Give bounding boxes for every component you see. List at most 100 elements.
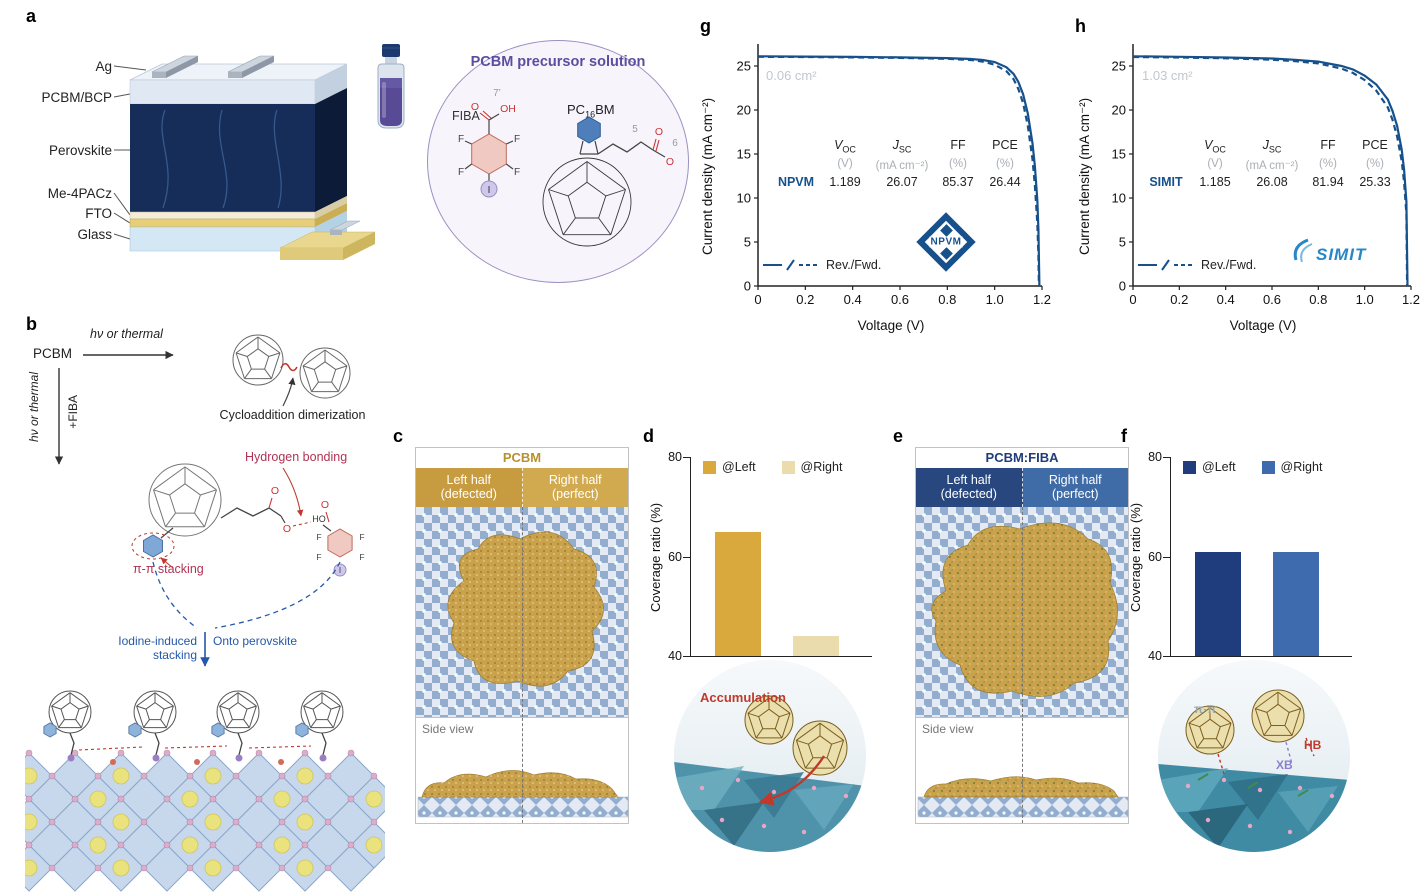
y-axis-label: Current density (mA cm⁻²) [700, 97, 715, 255]
xb-label: XB [1276, 758, 1293, 772]
pcbm-fiba-complex: O O HO O F F F F I [131, 467, 365, 577]
y-tick-mark [1163, 556, 1171, 558]
right-half-header: Right half(perfect) [1022, 468, 1128, 507]
jv-curve-fwd [1132, 55, 1409, 287]
chain-position-6: 6 [672, 138, 678, 149]
position-7-label: 7’ [493, 88, 501, 99]
x-tick-label: 0.2 [1170, 292, 1188, 307]
surface-atoms [1185, 777, 1335, 841]
x-tick-label: 0.6 [891, 292, 909, 307]
layer-label-me4pacz: Me-4PACz [47, 186, 112, 201]
panel-label-e: e [893, 426, 904, 446]
legend-swatch [1261, 460, 1275, 474]
hydroxyl-group: OH [500, 103, 516, 115]
plot-area: @Left @Right [683, 457, 872, 657]
md-title: PCBM [502, 450, 542, 465]
panel-label-h: h [1075, 16, 1086, 36]
legend-lines [763, 259, 819, 271]
condition-top-label: hν or thermal [90, 327, 163, 341]
precursor-vial [377, 44, 405, 129]
simit-logo: SIMIT [1290, 234, 1394, 275]
accumulation-inset: Accumulation [674, 660, 866, 852]
iodine-atom: I [339, 566, 341, 575]
benzene-ring [327, 528, 353, 558]
hb-label: HB [1304, 738, 1322, 752]
pi-stacking-region [131, 532, 175, 560]
y-tick-label: 60 [1148, 549, 1162, 564]
legend-swatch [703, 460, 716, 474]
bar-right [1273, 551, 1319, 656]
iodine-atom-circle [333, 563, 347, 577]
left-half-header: Left half(defected) [916, 468, 1023, 507]
hydroxyl-group: HO [312, 514, 326, 524]
oxygen-atom: O [271, 485, 279, 497]
layer-pcbm-bcp [129, 79, 316, 105]
right-half-header: Right half(perfect) [522, 468, 628, 507]
legend-label: @Left [722, 460, 756, 474]
x-tick-label: 1.2 [1402, 292, 1420, 307]
sideview-profile [917, 776, 1129, 817]
performance-table: VOC JSC FF PCE (V) (mA cm⁻²) (%) (%) SIM… [1149, 138, 1391, 189]
fluorine-atom: F [359, 552, 364, 562]
fullerene-ball [300, 690, 344, 734]
y-tick-mark [1163, 457, 1171, 458]
scan-legend: Rev./Fwd. [1137, 258, 1256, 272]
pc16bm-label: PC16BM [567, 102, 615, 120]
benzene-ring [295, 722, 309, 738]
x-tick-label: 0 [754, 292, 761, 307]
y-axis-ticks: 40 60 80 [1140, 450, 1166, 663]
benzene-ring [143, 534, 163, 558]
legend-swatch [1183, 460, 1196, 474]
fullerene-ball [216, 690, 260, 734]
panel-label-g: g [700, 16, 711, 36]
perovskite-lattice [25, 749, 385, 892]
reaction-arrows [54, 350, 296, 667]
y-tick-label: 20 [1112, 103, 1126, 118]
iodine-atom: I [488, 185, 491, 196]
chain-position-5: 5 [632, 124, 638, 135]
benzene-ring [43, 722, 57, 738]
accumulation-scene [674, 660, 866, 852]
layer-label-fto: FTO [85, 206, 112, 221]
benzene-ring [577, 116, 601, 144]
y-tick-label: 80 [1148, 450, 1162, 464]
fluorine-atom: F [514, 167, 520, 178]
oxygen-atom: O [666, 156, 674, 168]
legend-item-right: @Right [1261, 460, 1322, 474]
fullerene-ball [744, 695, 794, 745]
y-tick-mark [683, 457, 691, 458]
dimer-bond [280, 362, 298, 372]
y-tick-label: 10 [737, 191, 751, 206]
fluorine-atom: F [359, 532, 364, 542]
plot-area: @Left @Right [1163, 457, 1352, 657]
x-axis-label: Voltage (V) [857, 318, 925, 333]
legend: @Left @Right [703, 460, 842, 474]
svg-text:SIMIT: SIMIT [1316, 245, 1367, 264]
fullerene-cages [43, 334, 353, 738]
y-tick-label: 25 [737, 59, 751, 74]
y-tick-label: 0 [1119, 279, 1126, 294]
fullerene-ball [792, 720, 848, 776]
scan-legend: Rev./Fwd. [762, 258, 881, 272]
assembly-arrows [152, 561, 341, 629]
molecular-coverage-topview [447, 531, 604, 687]
y-tick-label: 40 [1148, 649, 1162, 663]
side-view-label: Side view [922, 721, 974, 736]
bar-right [793, 636, 839, 656]
accumulation-arrow [758, 755, 826, 806]
y-tick-label: 20 [737, 103, 751, 118]
y-tick-mark [1163, 656, 1171, 657]
panel-label-a: a [26, 6, 37, 26]
x-tick-label: 1.0 [1356, 292, 1374, 307]
iodine-atom-circle [480, 180, 498, 198]
interaction-scene [1158, 660, 1350, 852]
y-tick-label: 40 [668, 649, 682, 663]
fullerene-ball [1185, 705, 1235, 755]
anchored-molecules [67, 732, 327, 765]
bar-left [1195, 551, 1241, 656]
device-area-label: 0.06 cm² [766, 68, 817, 83]
legend: @Left @Right [1183, 460, 1322, 474]
panel-label-b: b [26, 314, 37, 334]
pi-pi-label: π-π [1194, 702, 1217, 716]
